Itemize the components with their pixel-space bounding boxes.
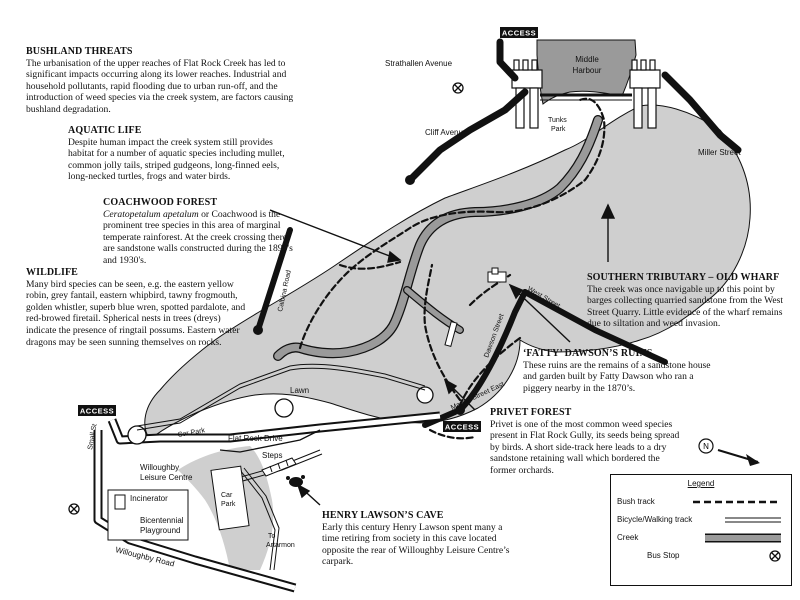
note-heading: AQUATIC LIFE <box>68 125 142 136</box>
access-left-label: ACCESS <box>80 407 114 416</box>
label-tunks-park-2: Park <box>551 126 566 133</box>
label-steps: Steps <box>262 451 282 460</box>
access-top: ACCESS <box>500 27 538 38</box>
label-tunks-park-1: Tunks <box>548 117 567 124</box>
bus-stop-legend-icon <box>769 550 781 562</box>
label-willoughby-leisure-2: Leisure Centre <box>140 473 193 482</box>
note-heading: PRIVET FOREST <box>490 407 572 418</box>
note-body: The creek was once navigable up to this … <box>587 283 784 330</box>
note-bushland-threats: BUSHLAND THREATS The urbanisation of the… <box>26 46 298 116</box>
label-lawn: Lawn <box>290 386 309 395</box>
access-right-label: ACCESS <box>445 423 479 432</box>
note-privet-forest: PRIVET FOREST Privet is one of the most … <box>490 407 688 477</box>
species-name: Ceratopetalum apetalum <box>103 208 199 220</box>
label-strathallen-avenue: Strathallen Avenue <box>385 59 453 68</box>
label-flat-rock-drive: Flat Rock Drive <box>228 434 283 443</box>
label-miller-street: Miller Street <box>698 148 741 157</box>
note-heading: BUSHLAND THREATS <box>26 46 133 57</box>
access-left: ACCESS <box>78 405 116 416</box>
legend-label: Bush track <box>617 497 655 506</box>
bus-stop-icon <box>68 82 464 515</box>
note-body: Many bird species can be seen, e.g. the … <box>26 278 246 348</box>
note-body-text: or Coachwood is the prominent tree speci… <box>103 208 293 266</box>
double-line-icon <box>725 517 781 523</box>
note-heading: ‘FATTY’ DAWSON’S RUINS <box>523 348 653 359</box>
road-end-dots <box>253 175 465 415</box>
note-heading: HENRY LAWSON’S CAVE <box>322 510 444 521</box>
label-car-park-2a: Car <box>221 492 233 499</box>
note-heading: WILDLIFE <box>26 267 78 278</box>
note-heading: COACHWOOD FOREST <box>103 197 218 208</box>
legend-item-bicycle-track: Bicycle/Walking track <box>617 513 785 527</box>
label-to-artarmon-1: To <box>268 533 276 540</box>
access-top-label: ACCESS <box>502 29 536 38</box>
note-body: Despite human impact the creek system st… <box>68 136 285 183</box>
dashed-line-icon <box>693 500 781 504</box>
map-legend: Legend Bush track Bicycle/Walking track … <box>610 474 792 586</box>
label-car-park: Car Park <box>177 427 206 439</box>
label-middle-harbour-1: Middle <box>575 55 599 64</box>
note-wildlife: WILDLIFE Many bird species can be seen, … <box>26 267 252 348</box>
legend-item-creek: Creek <box>617 531 785 545</box>
legend-label: Bus Stop <box>647 551 680 560</box>
bush-tracks <box>298 97 606 440</box>
label-cliff-avenue: Cliff Avenue <box>425 128 468 137</box>
dawson-ruins-marker <box>444 267 507 347</box>
leader-lines <box>269 203 616 506</box>
creek-band-icon <box>705 533 781 543</box>
label-middle-harbour-2: Harbour <box>573 66 602 75</box>
note-henry-lawson: HENRY LAWSON’S CAVE Early this century H… <box>322 510 510 568</box>
legend-item-bush-track: Bush track <box>617 495 785 509</box>
bridge <box>511 59 661 129</box>
note-aquatic-life: AQUATIC LIFE Despite human impact the cr… <box>68 125 298 183</box>
legend-label: Creek <box>617 533 639 542</box>
note-southern-tributary: SOUTHERN TRIBUTARY – OLD WHARF The creek… <box>587 272 792 330</box>
note-body: Privet is one of the most common weed sp… <box>490 418 680 476</box>
note-heading: SOUTHERN TRIBUTARY – OLD WHARF <box>587 272 780 283</box>
legend-title: Legend <box>687 479 715 488</box>
label-willoughby-leisure-1: Willoughby <box>140 463 179 472</box>
label-playground-2: Playground <box>140 526 180 535</box>
label-to-artarmon-2: Artarmon <box>266 542 295 549</box>
label-small-st: Small St <box>87 423 98 450</box>
henry-lawson-cave-marker <box>286 475 305 487</box>
note-body: Ceratopetalum apetalum or Coachwood is t… <box>103 209 295 267</box>
legend-label: Bicycle/Walking track <box>617 515 693 524</box>
access-right: ACCESS <box>443 421 481 432</box>
car-park-loop <box>127 386 434 453</box>
note-coachwood-forest: COACHWOOD FOREST Ceratopetalum apetalum … <box>103 197 295 267</box>
legend-item-bus-stop: Bus Stop <box>617 549 785 563</box>
north-arrow-letter: N <box>703 442 709 451</box>
car-parks-blocks <box>107 465 250 541</box>
note-body: Early this century Henry Lawson spent ma… <box>322 521 510 568</box>
label-car-park-2b: Park <box>221 501 236 508</box>
north-arrow-icon: N <box>698 438 760 466</box>
note-body: These ruins are the remains of a sandsto… <box>523 359 711 394</box>
note-body: The urbanisation of the upper reaches of… <box>26 57 294 115</box>
label-incinerator: Incinerator <box>130 494 168 503</box>
steps-marker <box>261 457 297 477</box>
note-fatty-dawson: ‘FATTY’ DAWSON’S RUINS These ruins are t… <box>523 348 713 394</box>
label-playground-1: Bicentennial <box>140 516 184 525</box>
